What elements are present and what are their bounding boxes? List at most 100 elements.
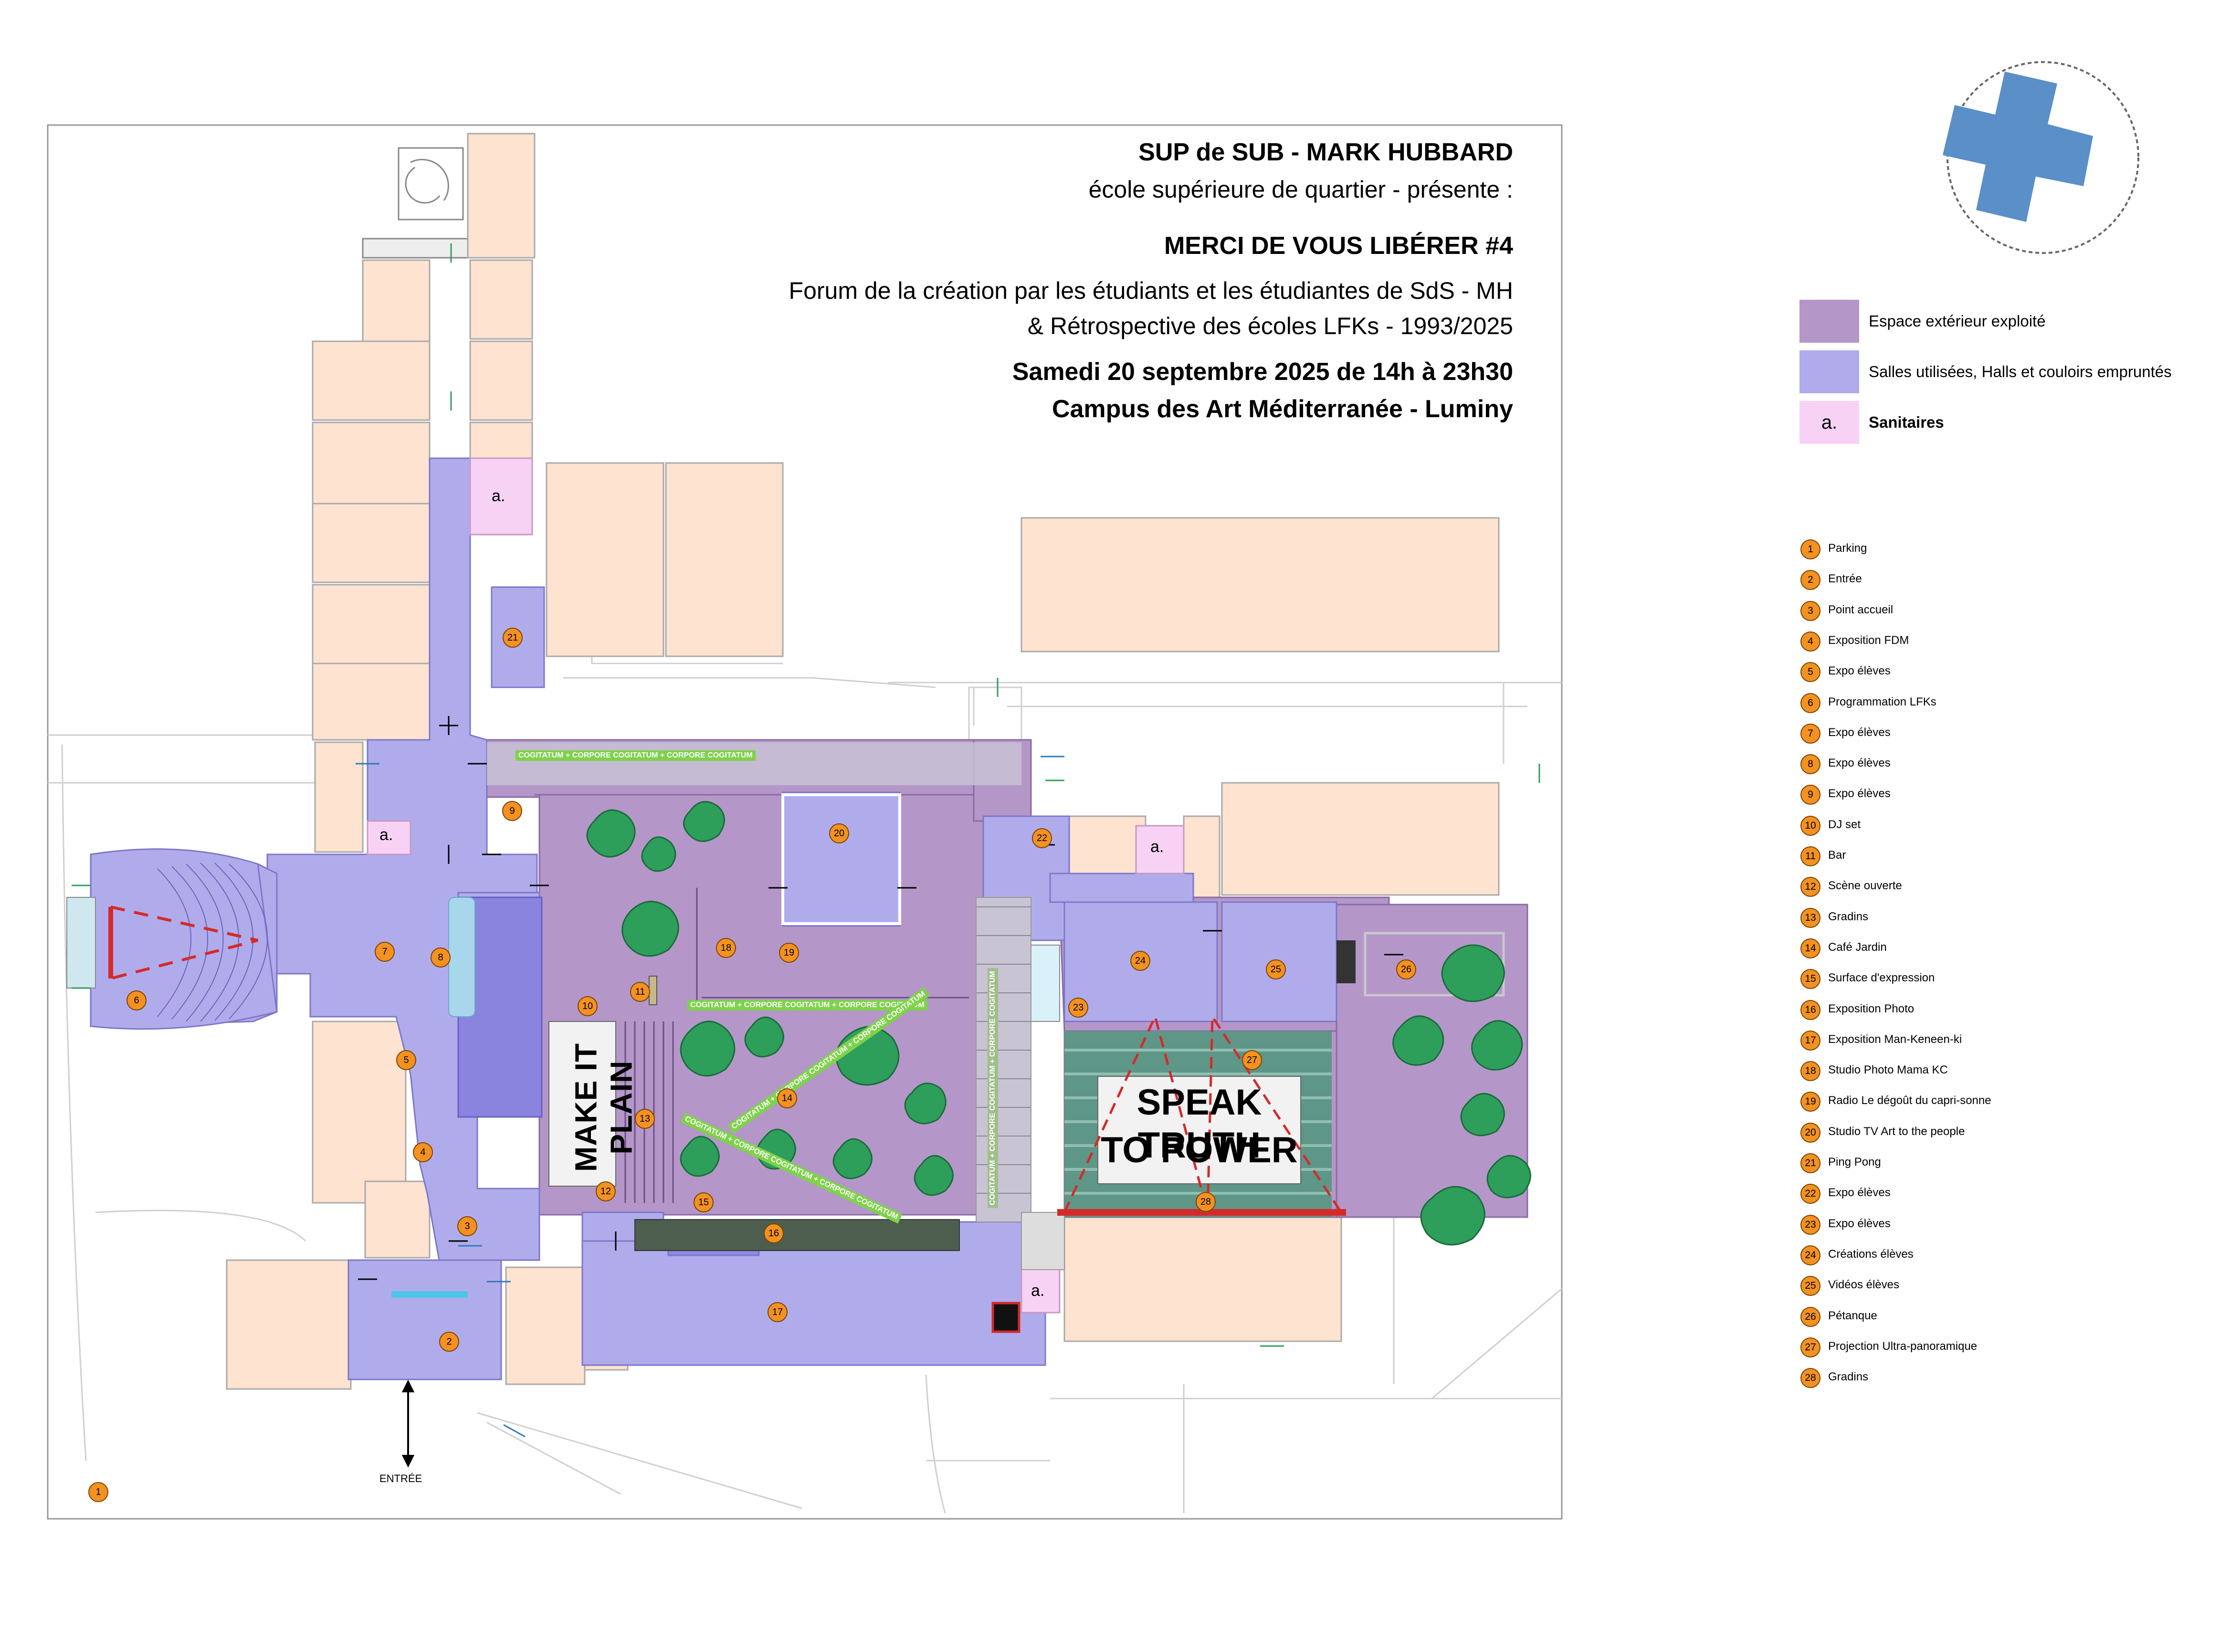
poi-label: Scène ouverte [1828,879,1902,893]
spiral-stair [362,147,497,259]
map-marker-19: 19 [779,943,799,963]
pool [448,897,475,1017]
poi-label: Studio Photo Mama KC [1828,1063,1948,1077]
map-marker-17: 17 [768,1302,788,1322]
toilet-marker-map: a. [1031,1282,1045,1300]
poi-label: Studio TV Art to the people [1828,1125,1965,1138]
toilet-marker-map: a. [492,487,505,505]
map-marker-11: 11 [630,982,650,1002]
event-title: MERCI DE VOUS LIBÉRER #4 [1164,232,1513,260]
map-marker-23: 23 [1068,998,1088,1018]
map-marker-21: 21 [503,628,523,648]
compass-icon [1943,61,2139,254]
circulation-arrows [358,716,1403,1280]
cogitatum-band: COGITATUM + CORPORE COGITATUM + CORPORE … [687,1000,927,1010]
poi-label: Gradins [1828,1370,1869,1384]
map-marker-22: 22 [1032,828,1052,848]
poi-label: Gradins [1828,910,1869,923]
poi-number-badge: 19 [1800,1092,1820,1112]
organizer: SUP de SUB - MARK HUBBARD [1138,138,1513,166]
poi-label: Créations élèves [1828,1247,1914,1261]
poi-label: Exposition FDM [1828,633,1909,647]
toilet-marker-map: a. [1150,838,1164,856]
green-arrows [72,243,1540,1347]
poi-label: Exposition Man-Keneen-ki [1828,1032,1962,1046]
subtitle-line2: & Rétrospective des écoles LFKs - 1993/2… [1027,313,1513,339]
poi-label: Bar [1828,849,1846,862]
poi-label: Expo élèves [1828,726,1891,739]
toilet-marker: a. [1821,412,1838,433]
photo-wall [634,1219,960,1251]
poi-item-26: 26 Pétanque [1800,1304,2182,1328]
auditorium [66,848,278,1030]
poi-item-11: 11 Bar [1800,843,2182,867]
map-marker-4: 4 [413,1142,433,1162]
poi-number-badge: 16 [1800,1000,1820,1020]
poi-label: Pétanque [1828,1309,1877,1322]
poi-number-badge: 25 [1800,1276,1820,1296]
poi-label: Entrée [1828,572,1862,586]
poi-label: Exposition Photo [1828,1002,1915,1015]
cogitatum-band: COGITATUM + CORPORE COGITATUM + CORPORE … [988,968,998,1208]
poi-number-badge: 27 [1800,1337,1820,1357]
blue-arrows [356,756,1064,1438]
poi-item-13: 13 Gradins [1800,905,2182,929]
subtitle-line1: Forum de la création par les étudiants e… [789,277,1513,304]
event-header: SUP de SUB - MARK HUBBARD école supérieu… [563,134,1513,428]
make-it-plain-panel [548,1021,616,1187]
poi-label: Ping Pong [1828,1156,1881,1168]
legend-toilets-label: Sanitaires [1869,413,1944,431]
map-marker-27: 27 [1242,1050,1262,1070]
event-datetime: Samedi 20 septembre 2025 de 14h à 23h30 [1012,358,1513,386]
poi-number-badge: 1 [1800,539,1820,559]
poi-label: Point accueil [1828,603,1894,616]
poi-number-badge: 21 [1800,1153,1820,1173]
poi-label: Vidéos élèves [1828,1278,1899,1292]
poi-label: Projection Ultra-panoramique [1828,1339,1978,1353]
poi-number-badge: 18 [1800,1061,1820,1082]
poi-number-badge: 13 [1800,907,1820,928]
map-marker-5: 5 [396,1050,416,1070]
poi-label: Programmation LFKs [1828,695,1936,708]
map-marker-28: 28 [1196,1192,1216,1212]
map-marker-26: 26 [1396,959,1416,979]
poi-item-17: 17 Exposition Man-Keneen-ki [1800,1028,2182,1052]
poi-label: Expo élèves [1828,787,1891,800]
poi-number-badge: 26 [1800,1306,1820,1327]
poi-number-badge: 8 [1800,754,1820,775]
poi-item-1: 1 Parking [1800,537,2182,560]
toilet-marker-map: a. [379,826,393,844]
poi-number-badge: 11 [1800,846,1820,866]
map-marker-16: 16 [764,1223,784,1243]
light-blue-room [1026,945,1060,1022]
poi-number-badge: 2 [1800,570,1820,590]
swatch-toilets [1799,401,1859,444]
event-venue: Campus des Art Méditerranée - Luminy [1052,395,1513,423]
screening-area [1057,1012,1346,1217]
poi-label: DJ set [1828,818,1861,831]
poi-number-badge: 17 [1800,1030,1820,1051]
dark-screen [1336,940,1356,983]
poi-label: Parking [1828,542,1867,555]
speak-truth-banner-line2: TO POWER [1101,1130,1298,1170]
poi-number-badge: 23 [1800,1214,1820,1235]
map-marker-12: 12 [596,1181,616,1201]
poi-number-badge: 9 [1800,785,1820,805]
studio-tv-room [781,793,901,925]
poi-number-badge: 3 [1800,600,1820,621]
poi-number-badge: 20 [1800,1122,1820,1143]
legend-exterior-label: Espace extérieur exploité [1869,312,2046,330]
poi-item-2: 2 Entrée [1800,567,2182,591]
map-marker-9: 9 [502,801,522,821]
poi-number-badge: 15 [1800,969,1820,989]
poi-item-20: 20 Studio TV Art to the people [1800,1120,2182,1144]
poi-number-badge: 5 [1800,662,1820,683]
